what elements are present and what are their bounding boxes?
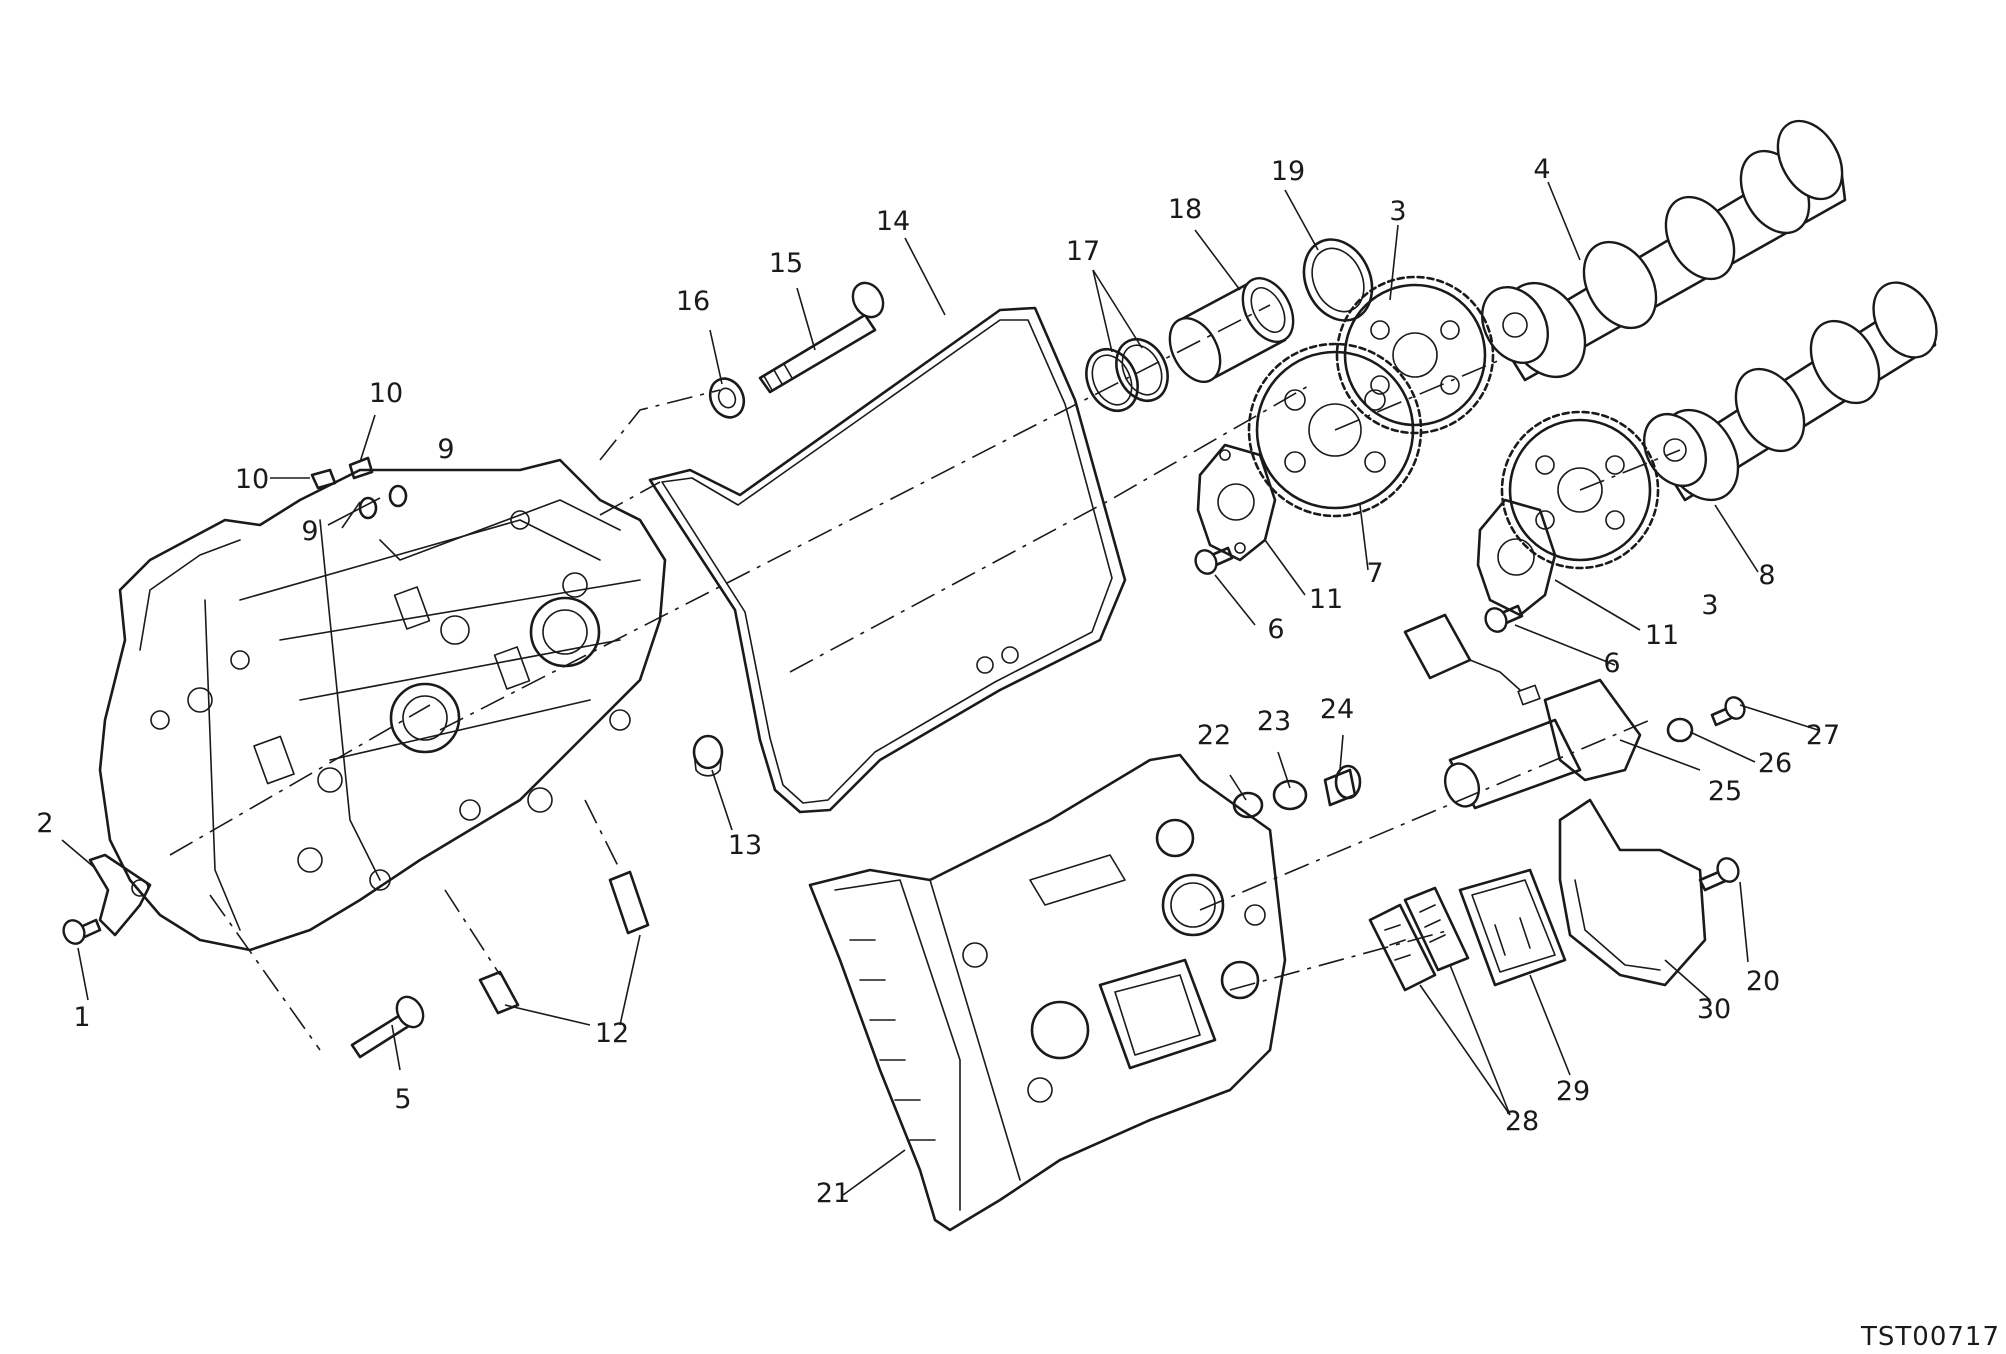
callout-2: 2 [36,808,53,839]
callout-25: 25 [1708,776,1742,807]
callout-10-top: 10 [369,378,403,409]
bolt-short [350,995,425,1059]
callout-14: 14 [876,206,910,237]
callout-3-upper: 3 [1389,196,1406,227]
cable-connector [1403,613,1541,706]
callout-22: 22 [1197,720,1231,751]
retaining-plate-upper [1196,443,1277,562]
reference-code: TST00717 [1860,1322,2000,1352]
callout-30: 30 [1697,994,1731,1025]
washer [708,377,746,419]
callout-15: 15 [769,248,803,279]
callout-23: 23 [1257,706,1291,737]
screw [62,546,1746,945]
dowel [692,734,724,777]
camshaft-gear-upper [1335,275,1495,435]
callout-24: 24 [1320,694,1354,725]
bracket [88,853,152,937]
filter-element [1458,868,1567,987]
callout-18: 18 [1168,194,1202,225]
timing-gear [1247,342,1423,518]
camshaft-upper [1481,119,1847,382]
seal-ring [1302,238,1374,322]
callout-numbers: 1 2 3 3 4 5 6 6 7 8 9 9 10 10 11 11 12 1… [36,154,1840,1209]
callout-17: 17 [1066,236,1100,267]
callout-7: 7 [1366,558,1383,589]
callout-11-lower: 11 [1645,620,1679,651]
stud-pair [478,870,650,1015]
callout-3-lower: 3 [1701,590,1718,621]
callout-26: 26 [1758,748,1792,779]
callout-5: 5 [394,1084,411,1115]
callout-20: 20 [1746,966,1780,997]
callout-16: 16 [676,286,710,317]
callout-6-upper: 6 [1267,614,1284,645]
ignition-coil [1443,678,1642,810]
shaft-bush [1168,277,1295,383]
retaining-plate-lower [1476,498,1557,617]
callout-28: 28 [1505,1106,1539,1137]
cover-gasket [648,306,1127,814]
assembly-axes [169,304,1681,1051]
callout-27: 27 [1806,720,1840,751]
callout-19: 19 [1271,156,1305,187]
o-ring-pair [1085,337,1169,413]
camshaft-gear-lower [1500,410,1660,570]
callout-9-lower: 9 [301,516,318,547]
leader-lines [61,181,1819,1196]
callout-10-left: 10 [235,464,269,495]
temperature-sensor [1334,764,1362,800]
callout-12: 12 [595,1018,629,1049]
callout-6-lower: 6 [1603,648,1620,679]
breather-cover [1558,798,1707,987]
callout-11-upper: 11 [1309,584,1343,615]
cylinder-head-cover [808,753,1287,1232]
callout-4: 4 [1533,154,1550,185]
bolt-long [758,281,885,394]
callout-1: 1 [73,1002,90,1033]
camshaft-lower [1642,281,1938,502]
reed-valve-pair [1368,886,1470,992]
cylinder-head [98,458,667,952]
callout-13: 13 [728,830,762,861]
callout-8: 8 [1758,560,1775,591]
callout-21: 21 [816,1178,850,1209]
callout-29: 29 [1556,1076,1590,1107]
callout-9-upper: 9 [437,434,454,465]
